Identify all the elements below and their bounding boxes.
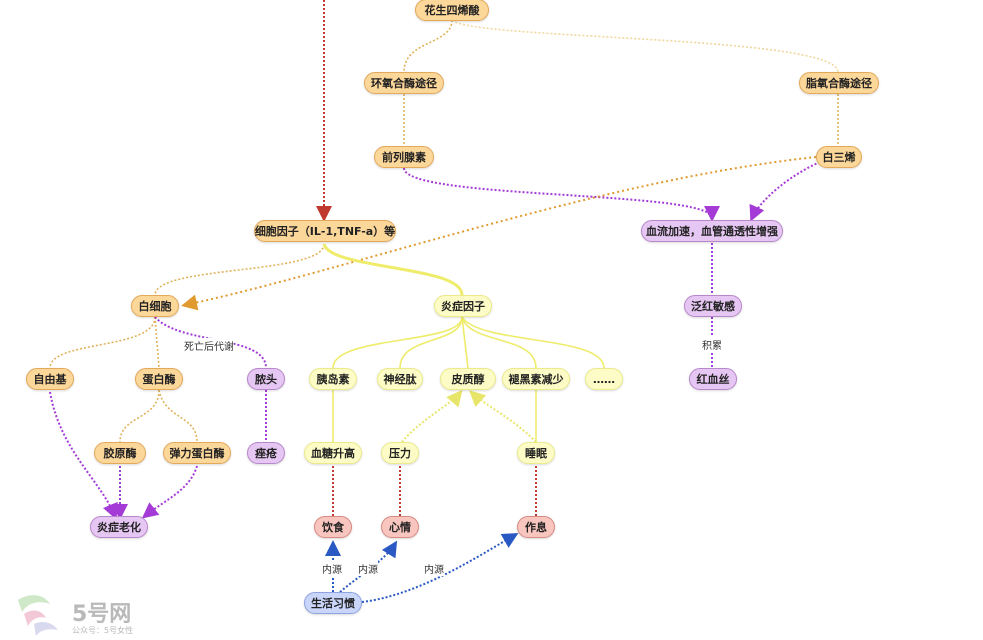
node-stress: 压力 <box>381 442 419 464</box>
edge-cytokine-leukocyte <box>154 243 325 296</box>
node-elastase: 弹力蛋白酶 <box>163 442 231 464</box>
edge-leukotriene-leukocyte <box>181 156 817 311</box>
edge-sleep-cortisol <box>469 390 537 443</box>
label-endogenous-1: 内源 <box>322 561 342 576</box>
edge-stress-cortisol <box>401 389 463 443</box>
node-cortisol: 皮质醇 <box>440 368 496 390</box>
node-collagenase: 胶原酶 <box>94 442 146 464</box>
node-inflammatory-factor: 炎症因子 <box>434 295 492 317</box>
label-death-metabolism: 死亡后代谢 <box>184 338 234 353</box>
edge-leukocyte-protease <box>154 316 160 369</box>
edge-elastase-aging <box>141 465 198 519</box>
edge-lifestyle-routine <box>361 533 519 603</box>
node-lifestyle: 生活习惯 <box>304 592 362 614</box>
node-prostaglandin: 前列腺素 <box>374 146 434 168</box>
node-cytokine: 细胞因子（IL-1,TNF-a）等 <box>254 220 396 242</box>
edge-inflam-melatonin <box>461 316 537 369</box>
edge-inflam-neuropeptide <box>399 316 463 369</box>
edge-leukocyte-freeradical <box>49 316 156 369</box>
node-sleep: 睡眠 <box>517 442 555 464</box>
label-accumulate: 积累 <box>702 337 722 352</box>
edge-inflam-insulin <box>332 316 463 369</box>
node-flush: 泛红敏感 <box>684 295 742 317</box>
node-cox-pathway: 环氧合酶途径 <box>364 72 444 94</box>
node-inflammaging: 炎症老化 <box>90 516 148 538</box>
node-red-streak: 红血丝 <box>689 368 737 390</box>
node-lox-pathway: 脂氧合酶途径 <box>799 72 879 94</box>
node-arachidonic-acid: 花生四烯酸 <box>415 0 489 21</box>
node-acne: 痤疮 <box>247 442 285 464</box>
edge-inflam-etc <box>461 316 605 369</box>
edge-protease-elastase <box>158 389 198 443</box>
node-melatonin: 褪黑素减少 <box>502 368 570 390</box>
node-neuropeptide: 神经肽 <box>377 368 423 390</box>
edge-protease-collagenase <box>119 389 160 443</box>
node-routine: 作息 <box>517 516 555 538</box>
node-etc: …… <box>585 368 623 390</box>
label-endogenous-3: 内源 <box>424 561 444 576</box>
edge-leukotriene-vascular <box>749 161 821 222</box>
edge-prostaglandin-vascular <box>403 167 720 222</box>
label-endogenous-2: 内源 <box>358 561 378 576</box>
watermark-subtitle: 公众号：5号女性 <box>72 626 134 635</box>
node-free-radical: 自由基 <box>26 368 74 390</box>
edge-freeradical-aging <box>49 391 118 520</box>
edge-cytokine-inflam <box>322 243 464 296</box>
node-leukocyte: 白细胞 <box>131 295 179 317</box>
edge-inflam-cortisol <box>461 316 469 369</box>
node-pus: 脓头 <box>247 368 285 390</box>
node-leukotriene: 白三烯 <box>816 146 862 168</box>
node-insulin: 胰岛素 <box>309 368 357 390</box>
edge-arachidonic-lox <box>451 19 839 73</box>
logo-icon <box>18 595 58 636</box>
watermark-brand: 5号网 <box>72 602 132 627</box>
node-vascular: 血流加速，血管通透性增强 <box>641 220 783 242</box>
node-diet: 饮食 <box>314 516 352 538</box>
node-blood-sugar: 血糖升高 <box>304 442 362 464</box>
node-mood: 心情 <box>381 516 419 538</box>
node-protease: 蛋白酶 <box>135 368 183 390</box>
edge-arachidonic-cox <box>403 19 453 73</box>
